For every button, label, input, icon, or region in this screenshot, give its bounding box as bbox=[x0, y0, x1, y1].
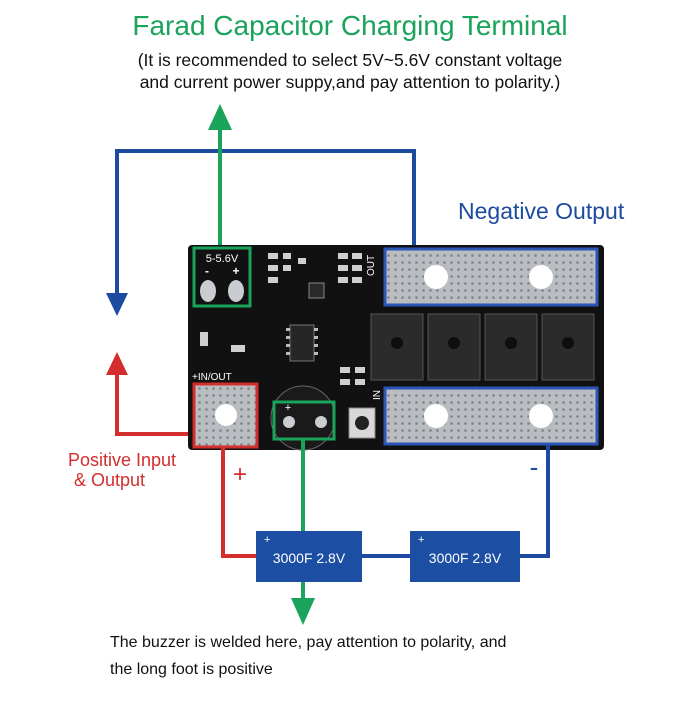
positive-to-capacitor-wire bbox=[221, 447, 256, 558]
capacitor-2 bbox=[410, 531, 520, 582]
charge-terminal-pad-minus bbox=[200, 280, 216, 302]
plus-sign: + bbox=[233, 461, 247, 488]
power-supply-note-line2: and current power suppy,and pay attentio… bbox=[139, 72, 561, 92]
negative-arrow-head bbox=[106, 293, 128, 316]
positive-io-label-line1: Positive Input bbox=[68, 450, 177, 470]
ic-chip bbox=[289, 324, 315, 362]
ic-pins bbox=[286, 328, 318, 355]
in-label: IN bbox=[372, 390, 383, 400]
buzzer-pin-positive bbox=[283, 416, 295, 428]
negative-output-pad-top bbox=[383, 247, 599, 307]
mounting-hole bbox=[424, 404, 448, 428]
charge-terminal-minus-label: - bbox=[205, 264, 209, 278]
capacitor-2-polarity: + bbox=[418, 534, 424, 546]
capacitor-1 bbox=[256, 531, 362, 582]
capacitor-to-negative-wire bbox=[520, 444, 550, 558]
buzzer-pin-negative bbox=[315, 416, 327, 428]
mosfet-hole bbox=[562, 337, 574, 349]
page-title: Farad Capacitor Charging Terminal bbox=[132, 10, 568, 41]
mosfet-row bbox=[370, 313, 595, 381]
mosfet-hole bbox=[505, 337, 517, 349]
buzzer-note-line1: The buzzer is welded here, pay attention… bbox=[110, 634, 507, 651]
capacitor-2-label: 3000F 2.8V bbox=[429, 550, 502, 566]
in-out-label: +IN/OUT bbox=[192, 372, 232, 383]
positive-io-label-line2: & Output bbox=[74, 470, 146, 490]
positive-arrow-head bbox=[106, 352, 128, 375]
capacitor-1-polarity: + bbox=[264, 534, 270, 546]
minus-sign: - bbox=[530, 452, 539, 482]
capacitor-1-label: 3000F 2.8V bbox=[273, 550, 346, 566]
mounting-hole bbox=[424, 265, 448, 289]
positive-io-hole bbox=[215, 404, 237, 426]
negative-output-pad-bottom bbox=[383, 386, 599, 446]
smd-components bbox=[200, 253, 365, 385]
mosfet-hole bbox=[391, 337, 403, 349]
charge-terminal-pad-plus bbox=[228, 280, 244, 302]
buzzer-arrow-head bbox=[291, 598, 315, 625]
buzzer-note-line2: the long foot is positive bbox=[110, 661, 273, 678]
positive-wire bbox=[115, 374, 193, 436]
charge-terminal-plus-label: + bbox=[232, 264, 239, 278]
negative-output-label: Negative Output bbox=[458, 198, 625, 224]
mounting-hole bbox=[529, 404, 553, 428]
mounting-hole bbox=[529, 265, 553, 289]
push-button-cap bbox=[355, 416, 369, 430]
out-label: OUT bbox=[366, 255, 377, 276]
negative-wire bbox=[115, 149, 416, 296]
sensor-chip bbox=[308, 282, 325, 299]
buzzer-plus-label: + bbox=[285, 402, 291, 414]
power-supply-note-line1: (It is recommended to select 5V~5.6V con… bbox=[137, 50, 563, 70]
mosfet-hole bbox=[448, 337, 460, 349]
charge-terminal-box bbox=[192, 246, 252, 308]
charge-terminal-arrow-head bbox=[208, 104, 232, 130]
charge-terminal-voltage-label: 5-5.6V bbox=[206, 253, 239, 265]
